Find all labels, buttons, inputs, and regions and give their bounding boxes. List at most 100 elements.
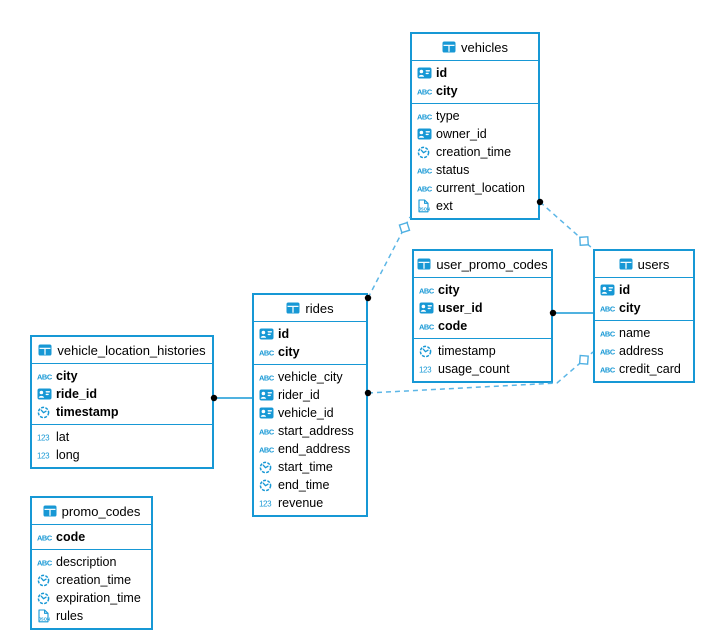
table-icon — [38, 344, 52, 356]
uuid-type-icon — [417, 128, 436, 140]
timestamp-type-icon — [419, 345, 438, 358]
string-type-icon: ABC — [37, 556, 56, 568]
svg-text:JSON: JSON — [419, 206, 430, 211]
column-name: code — [56, 530, 86, 544]
uuid-type-icon — [259, 389, 278, 401]
column-row-id: id — [595, 281, 693, 299]
table-icon — [286, 302, 300, 314]
column-name: type — [436, 109, 460, 123]
column-row-id: id — [254, 325, 366, 343]
column-name: ride_id — [56, 387, 97, 401]
string-type-icon: ABC — [259, 425, 278, 437]
table-header-promo_codes[interactable]: promo_codes — [32, 498, 151, 525]
parent-end-diamond — [579, 236, 589, 247]
table-title: user_promo_codes — [436, 256, 548, 272]
string-type-icon: ABC — [417, 110, 436, 122]
column-name: id — [619, 283, 631, 297]
column-name: start_address — [278, 424, 354, 438]
table-header-rides[interactable]: rides — [254, 295, 366, 322]
uuid-type-icon — [259, 407, 278, 419]
column-name: creation_time — [436, 145, 512, 159]
json-type-icon: JSON — [37, 609, 56, 623]
column-name: expiration_time — [56, 591, 141, 605]
column-row-vehicle_id: vehicle_id — [254, 404, 366, 422]
column-name: lat — [56, 430, 70, 444]
timestamp-type-icon — [37, 592, 56, 605]
svg-text:123: 123 — [37, 452, 50, 461]
table-header-user_promo_codes[interactable]: user_promo_codes — [414, 251, 551, 278]
column-row-timestamp: timestamp — [414, 342, 551, 360]
column-name: current_location — [436, 181, 525, 195]
table-header-vehicle_location_histories[interactable]: vehicle_location_histories — [32, 337, 212, 364]
timestamp-type-icon — [417, 146, 436, 159]
column-name: id — [278, 327, 290, 341]
string-type-icon: ABC — [600, 327, 619, 339]
table-title: rides — [305, 300, 334, 316]
column-name: user_id — [438, 301, 483, 315]
column-name: rules — [56, 609, 84, 623]
column-row-id: id — [412, 64, 538, 82]
column-row-rider_id: rider_id — [254, 386, 366, 404]
column-name: ext — [436, 199, 453, 213]
svg-text:ABC: ABC — [259, 445, 275, 454]
column-row-owner_id: owner_id — [412, 125, 538, 143]
table-icon — [442, 41, 456, 53]
column-name: rider_id — [278, 388, 320, 402]
table-header-vehicles[interactable]: vehicles — [412, 34, 538, 61]
column-name: id — [436, 66, 448, 80]
string-type-icon: ABC — [419, 284, 438, 296]
json-type-icon: JSON — [417, 199, 436, 213]
column-name: revenue — [278, 496, 324, 510]
string-type-icon: ABC — [259, 371, 278, 383]
column-row-user_id: user_id — [414, 299, 551, 317]
svg-text:ABC: ABC — [37, 533, 53, 542]
column-name: owner_id — [436, 127, 487, 141]
table-title: vehicle_location_histories — [57, 342, 206, 358]
svg-text:ABC: ABC — [259, 427, 275, 436]
number-type-icon: 123 — [37, 431, 56, 443]
string-type-icon: ABC — [37, 370, 56, 382]
column-row-expiration_time: expiration_time — [32, 589, 151, 607]
relation-vehicles-to-users — [536, 198, 594, 250]
column-name: status — [436, 163, 470, 177]
number-type-icon: 123 — [259, 497, 278, 509]
string-type-icon: ABC — [600, 302, 619, 314]
table-icon — [619, 258, 633, 270]
column-row-ext: JSON ext — [412, 197, 538, 215]
table-icon — [417, 258, 431, 270]
string-type-icon: ABC — [417, 164, 436, 176]
timestamp-type-icon — [259, 461, 278, 474]
column-name: end_address — [278, 442, 351, 456]
svg-text:ABC: ABC — [417, 112, 433, 121]
relation-rides-to-vehicles — [364, 216, 411, 302]
column-name: city — [56, 369, 78, 383]
table-icon — [43, 505, 57, 517]
table-header-users[interactable]: users — [595, 251, 693, 278]
parent-end-diamond — [578, 354, 589, 365]
